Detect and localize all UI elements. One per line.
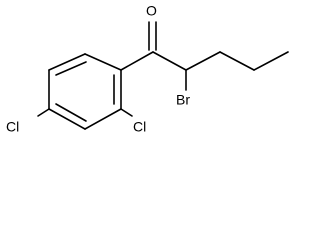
bond-ring-to-chlorine-left (37, 108, 50, 117)
bromine-atom-label: Br (176, 92, 190, 108)
bond-propyl-1 (185, 51, 221, 71)
bond-ring-to-carbonyl (120, 51, 154, 71)
ring-double-bond-top-left (55, 61, 87, 76)
chemical-structure-diagram: O Br Cl Cl (6, 3, 289, 135)
bond-propyl-3 (253, 51, 289, 71)
bond-propyl-2 (219, 51, 255, 71)
ring-bond-bottom-left (48, 108, 86, 130)
bond-carbonyl-to-alpha-carbon (152, 51, 187, 71)
oxygen-atom-label: O (146, 3, 157, 19)
chlorine-atom-label-right: Cl (133, 119, 146, 135)
bond-ring-to-chlorine-right (120, 108, 133, 117)
ring-bond-top-left (48, 53, 86, 71)
ring-double-bond-bottom-left (55, 103, 87, 122)
chlorine-atom-label-left: Cl (6, 119, 19, 135)
benzene-ring (48, 53, 122, 130)
ring-bond-top (84, 53, 122, 71)
ring-bond-bottom-right (84, 108, 122, 130)
